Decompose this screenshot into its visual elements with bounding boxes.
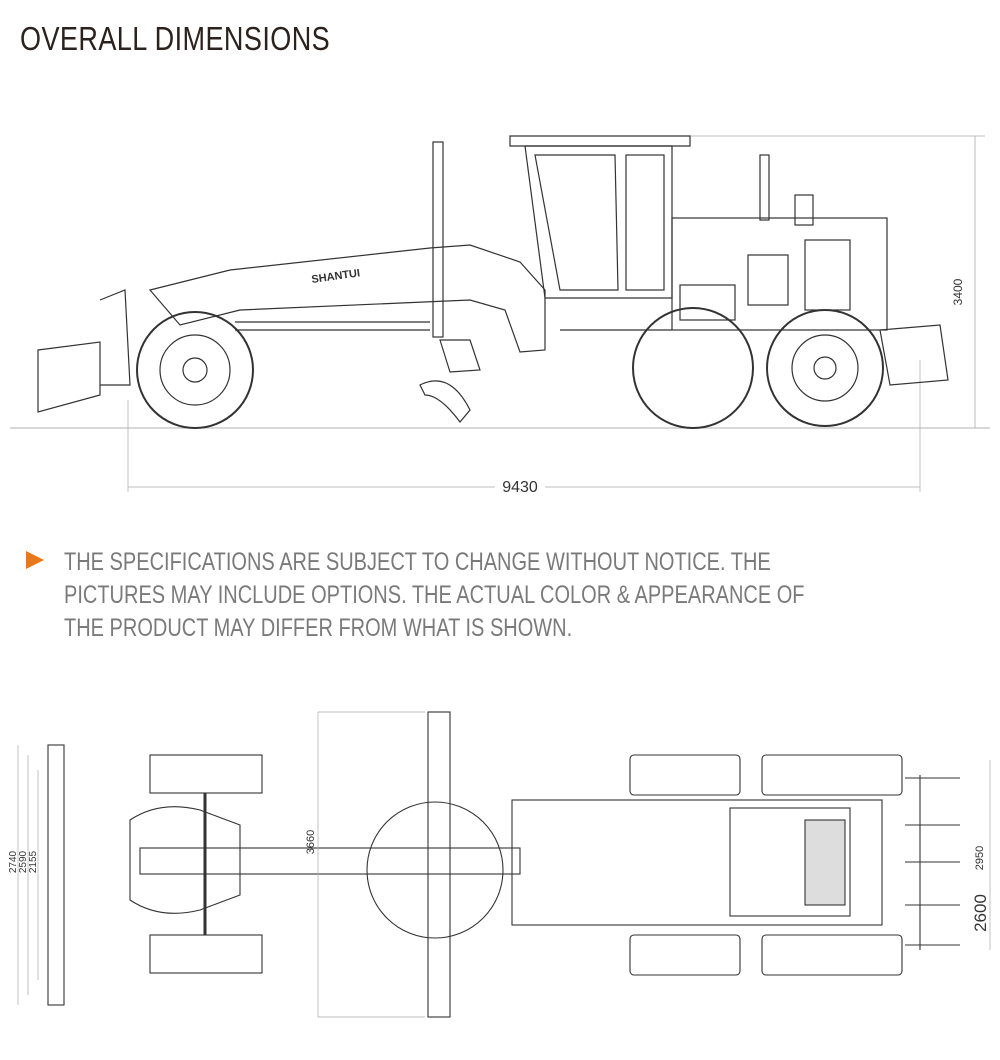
note-line: THE SPECIFICATIONS ARE SUBJECT TO CHANGE… [64,548,771,576]
front-dim-2155: 2155 [28,850,39,873]
note-line: PICTURES MAY INCLUDE OPTIONS. THE ACTUAL… [64,581,805,609]
note-line: THE PRODUCT MAY DIFFER FROM WHAT IS SHOW… [64,614,573,642]
brand-label: SHANTUI [311,267,361,286]
length-dimension: 9430 [502,479,538,496]
height-dimension: 3400 [951,278,965,305]
play-arrow-icon [26,551,44,569]
rear-dim-2950: 2950 [974,846,986,870]
side-view-drawing: 3400 9430 SHANTUI [10,135,990,496]
front-dim-2590: 2590 [18,850,29,873]
rear-dim-2600: 2600 [971,894,990,932]
top-view-drawing: 2740 2590 2155 3660 2950 2600 [8,711,991,1018]
blade-span-dimension: 3660 [305,830,317,854]
front-dim-2740: 2740 [8,850,19,873]
page-title: OVERALL DIMENSIONS [20,20,331,57]
